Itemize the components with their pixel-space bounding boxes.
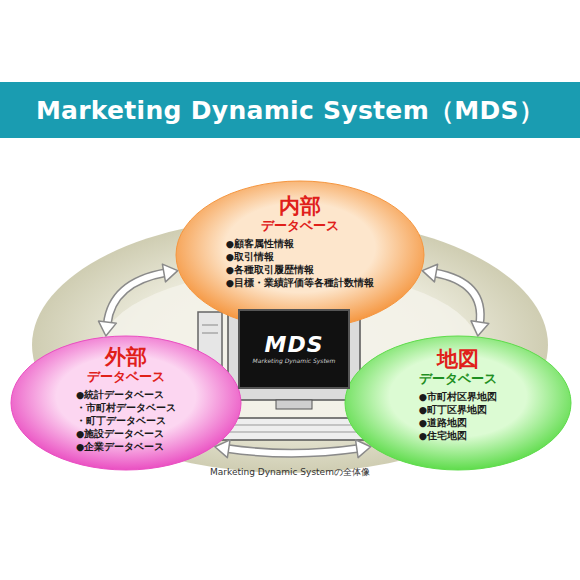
node-heading: 外部 <box>105 345 147 369</box>
node-subheading: データベース <box>261 218 339 234</box>
title: Marketing Dynamic System（MDS） <box>36 94 544 127</box>
arrow-head <box>98 321 116 336</box>
bullet-list: ●統計データベース・市町村データベース・町丁データベース●施設データベース●企業… <box>76 388 176 453</box>
list-item: ●企業データベース <box>76 440 176 453</box>
node-heading: 内部 <box>279 194 321 218</box>
title-banner: Marketing Dynamic System（MDS） <box>0 82 580 138</box>
ellipse-fill <box>176 181 424 329</box>
ellipse-fill <box>11 336 241 470</box>
list-item: ●統計データベース <box>76 388 176 401</box>
monitor-frame <box>228 300 360 400</box>
key-row <box>225 425 365 426</box>
list-item: ●住宅地図 <box>419 429 497 442</box>
double-arrow <box>98 264 177 336</box>
list-item: ●目標・業績評価等各種計数情報 <box>226 276 374 289</box>
caption: Marketing Dynamic Systemの全体像 <box>0 466 580 479</box>
key-row <box>221 432 369 433</box>
bullet-list: ●市町村区界地図●町丁区界地図●道路地図●住宅地図 <box>419 390 497 442</box>
arrow-head <box>215 440 230 458</box>
database-ellipse: 内部データベース ●顧客属性情報●取引情報●各種取引履歴情報●目標・業績評価等各種… <box>175 180 425 330</box>
bullet-list: ●顧客属性情報●取引情報●各種取引履歴情報●目標・業績評価等各種計数情報 <box>226 237 374 289</box>
arrow-head <box>356 440 371 458</box>
arrow-shaft <box>107 273 166 324</box>
list-item: ●道路地図 <box>419 416 497 429</box>
list-item: ●施設データベース <box>76 427 176 440</box>
double-arrow <box>422 264 489 336</box>
logo-text: MDS <box>265 333 324 357</box>
arrow-head <box>422 264 437 282</box>
node-subheading: データベース <box>419 371 497 387</box>
node-heading: 地図 <box>437 347 479 371</box>
list-item: ●市町村区界地図 <box>419 390 497 403</box>
arrow-head <box>162 264 177 282</box>
ellipse-fill <box>345 336 571 470</box>
arrow-head <box>471 321 489 336</box>
list-item: ・町丁データベース <box>76 414 176 427</box>
arrow-shaft <box>227 448 359 453</box>
arrow-shaft <box>434 273 480 324</box>
arrow-outline <box>434 273 480 324</box>
drive-slot <box>202 333 218 334</box>
database-ellipse: 地図データベース ●市町村区界地図●町丁区界地図●道路地図●住宅地図 <box>344 335 572 471</box>
arrow-outline <box>227 448 359 453</box>
list-item: ●町丁区界地図 <box>419 403 497 416</box>
logo-subtitle: Marketing Dynamic System <box>253 357 336 365</box>
database-ellipse: 外部データベース ●統計データベース・市町村データベース・町丁データベース●施設デ… <box>10 335 242 471</box>
monitor-screen: MDSMarketing Dynamic System <box>238 309 350 389</box>
double-arrow <box>215 440 371 458</box>
list-item: ●各種取引履歴情報 <box>226 263 374 276</box>
node-subheading: データベース <box>87 369 165 385</box>
list-item: ●顧客属性情報 <box>226 237 374 250</box>
monitor-stand <box>276 400 312 409</box>
list-item: ●取引情報 <box>226 250 374 263</box>
drive-slot <box>202 325 218 326</box>
arrow-outline <box>107 273 166 324</box>
list-item: ・市町村データベース <box>76 401 176 414</box>
